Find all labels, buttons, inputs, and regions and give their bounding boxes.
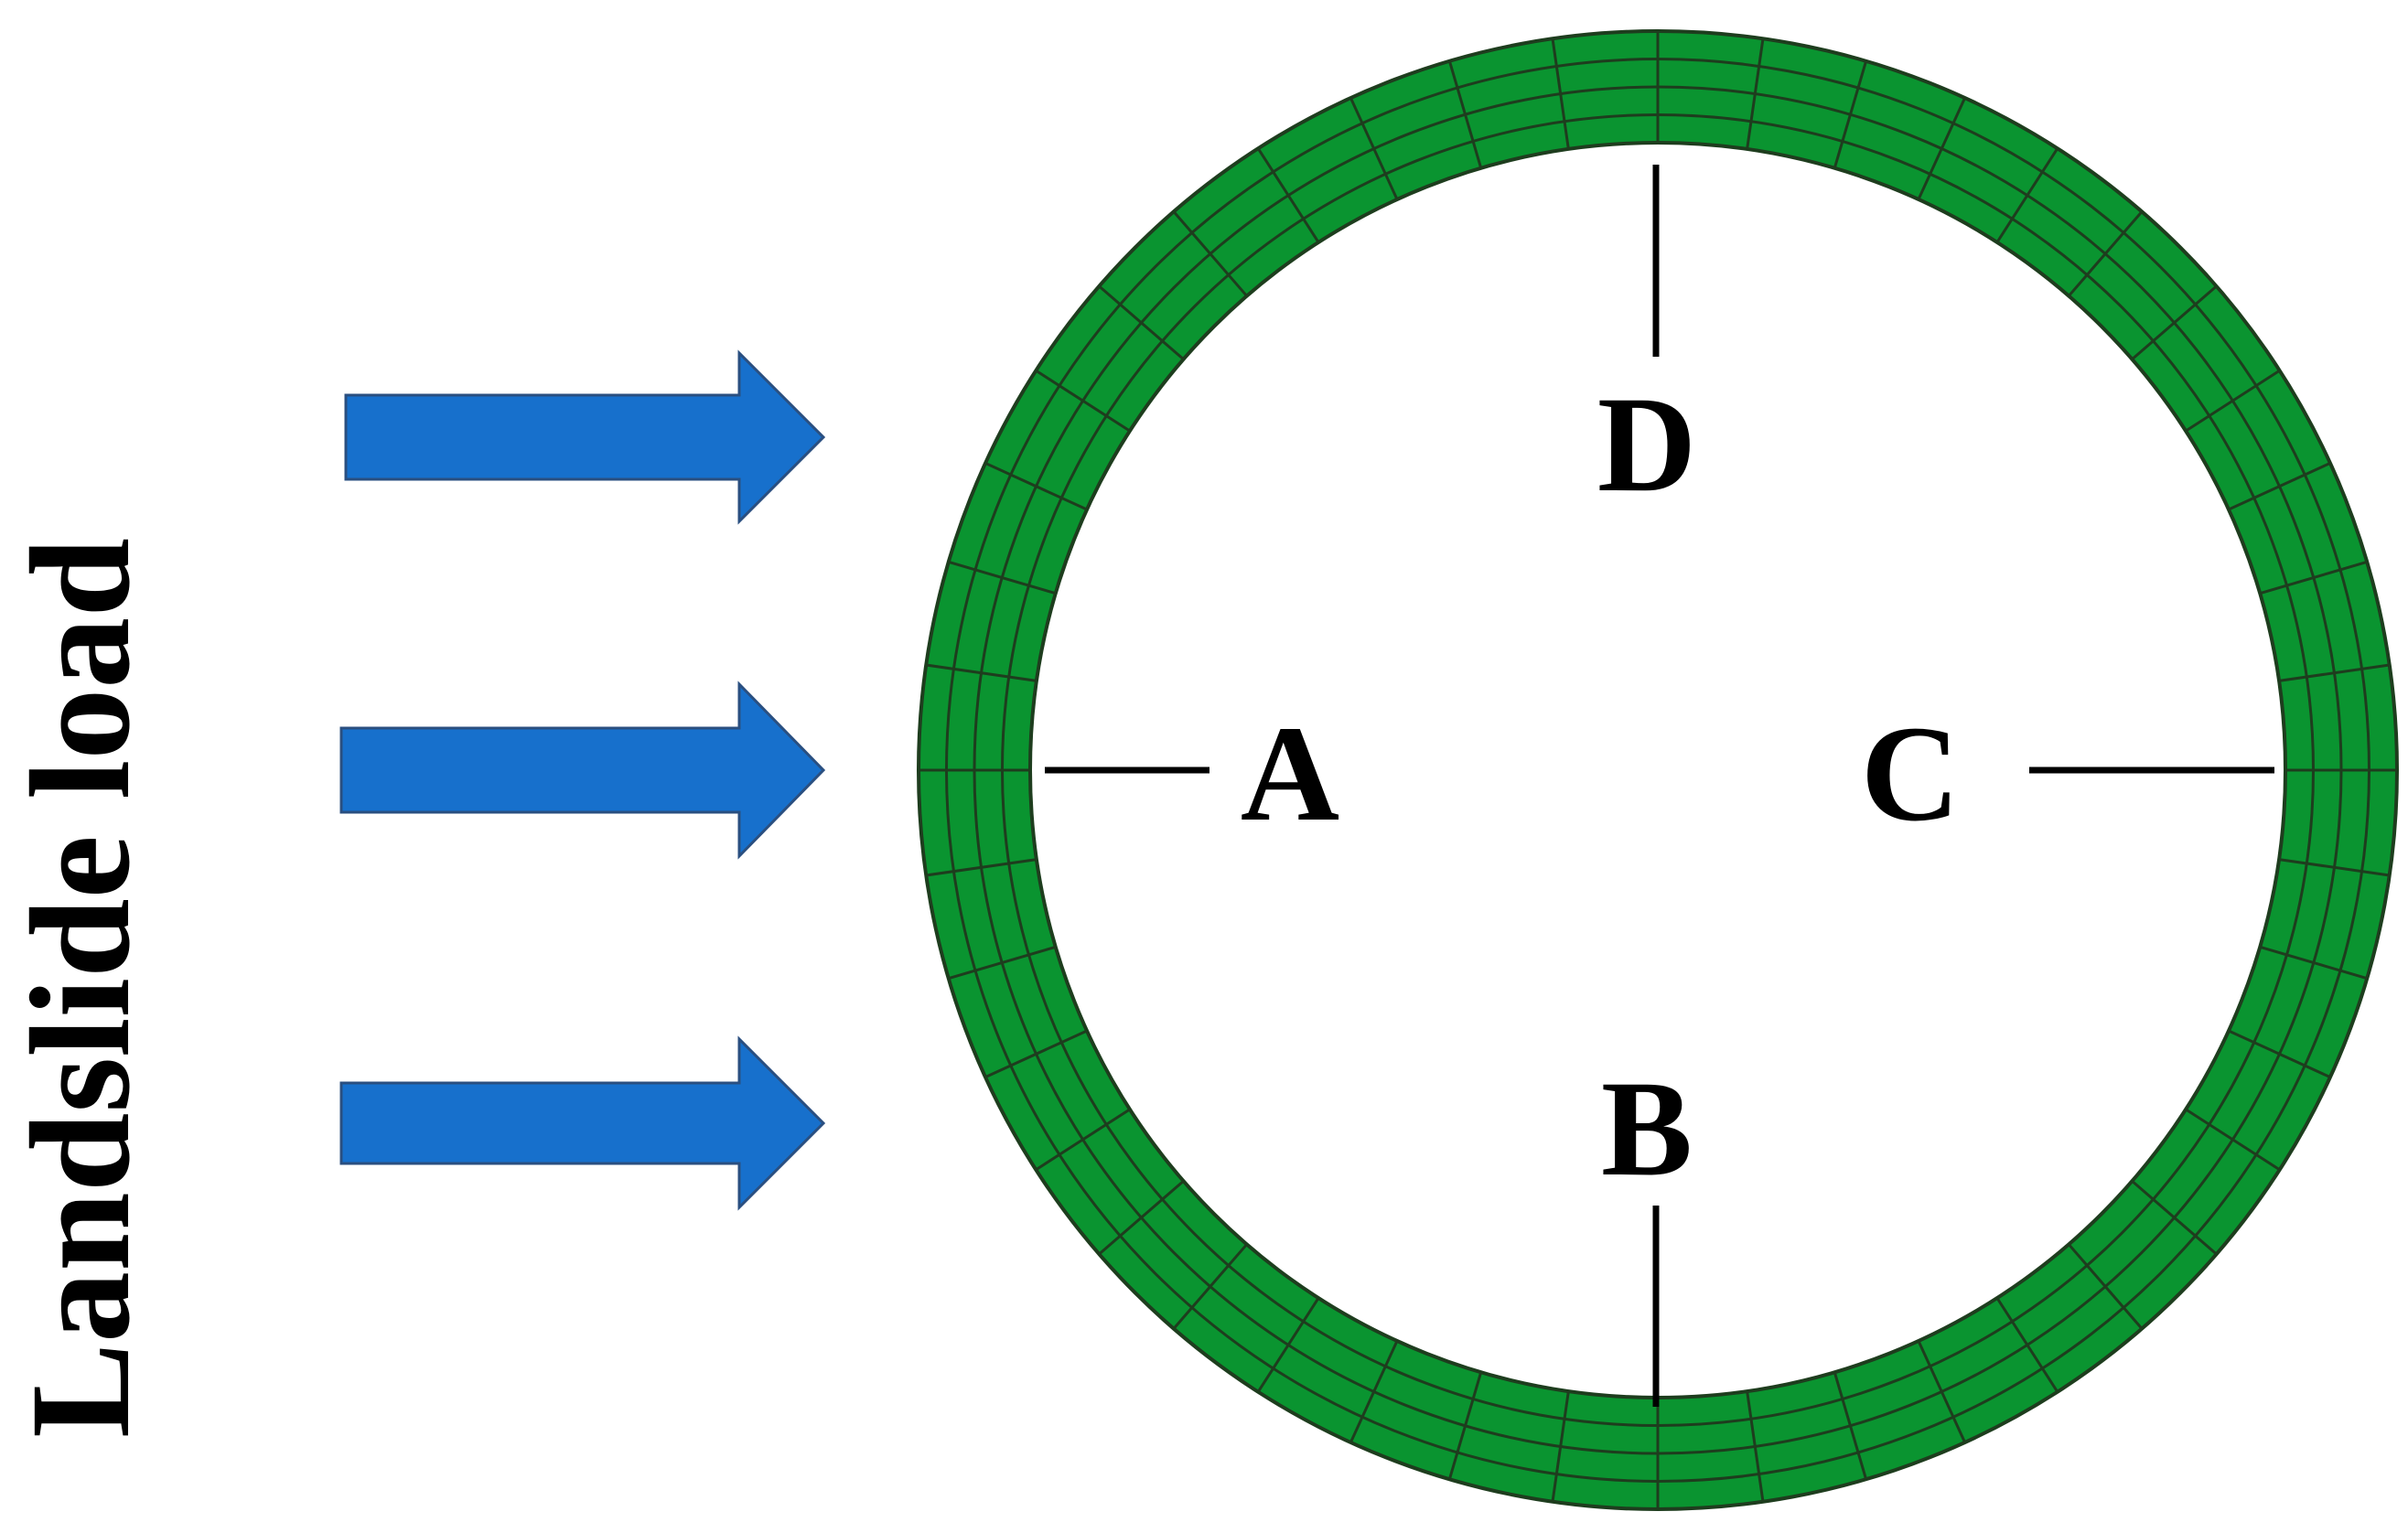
point-label-d: D (1597, 369, 1696, 520)
mesh-radial (2068, 1243, 2144, 1330)
mesh-radial (1172, 210, 1248, 297)
mesh-radial (2278, 858, 2390, 877)
pile-ring (916, 29, 2400, 1511)
mesh-radial (1746, 38, 1765, 150)
mesh-radial (2131, 1180, 2218, 1256)
mesh-radial (2259, 945, 2368, 981)
mesh-radial (1256, 1297, 1320, 1393)
mesh-radial (1098, 284, 1185, 360)
load-label: Landslide load (1, 538, 159, 1438)
mesh-radial (1035, 369, 1131, 433)
mesh-radial (1833, 1371, 1868, 1480)
mesh-radial (2228, 461, 2331, 511)
mesh-radial (984, 1029, 1088, 1079)
load-arrows (339, 349, 826, 1211)
mesh-radial (926, 663, 1037, 682)
mesh-radial (2185, 1108, 2281, 1172)
mesh-radial (1098, 1180, 1185, 1256)
mesh-radial (2131, 284, 2218, 360)
point-label-a: A (1241, 698, 1339, 850)
mesh-radial (1172, 1243, 1248, 1330)
mesh-radial (1035, 1108, 1131, 1172)
mesh-radial (1551, 1390, 1570, 1502)
load-arrow-top (344, 349, 826, 525)
ring-mesh (919, 31, 2397, 1509)
load-arrow-middle (339, 681, 826, 860)
point-label-b: B (1601, 1053, 1693, 1205)
mesh-radial (1833, 60, 1868, 169)
mesh-radial (984, 461, 1088, 511)
mesh-radial (1917, 1340, 1967, 1443)
mesh-radial (1995, 147, 2059, 243)
mesh-radial (948, 945, 1057, 981)
mesh-radial (926, 858, 1037, 877)
mesh-radial (2068, 210, 2144, 297)
mesh-radial (1256, 147, 1320, 243)
mesh-radial (1917, 97, 1967, 200)
point-label-c: C (1861, 698, 1960, 850)
monitoring-lines (1045, 165, 2274, 1407)
mesh-radial (1447, 60, 1483, 169)
mesh-radial (2185, 369, 2281, 433)
mesh-radial (1995, 1297, 2059, 1393)
mesh-radial (1349, 1340, 1399, 1443)
mesh-radial (1551, 38, 1570, 150)
mesh-radial (2278, 663, 2390, 682)
mesh-radial (1349, 97, 1399, 200)
mesh-radial (1447, 1371, 1483, 1480)
mesh-radial (2259, 560, 2368, 595)
mesh-radial (948, 560, 1057, 595)
load-arrow-bottom (339, 1035, 826, 1211)
mesh-radial (1746, 1390, 1765, 1502)
mesh-radial (2228, 1029, 2331, 1079)
